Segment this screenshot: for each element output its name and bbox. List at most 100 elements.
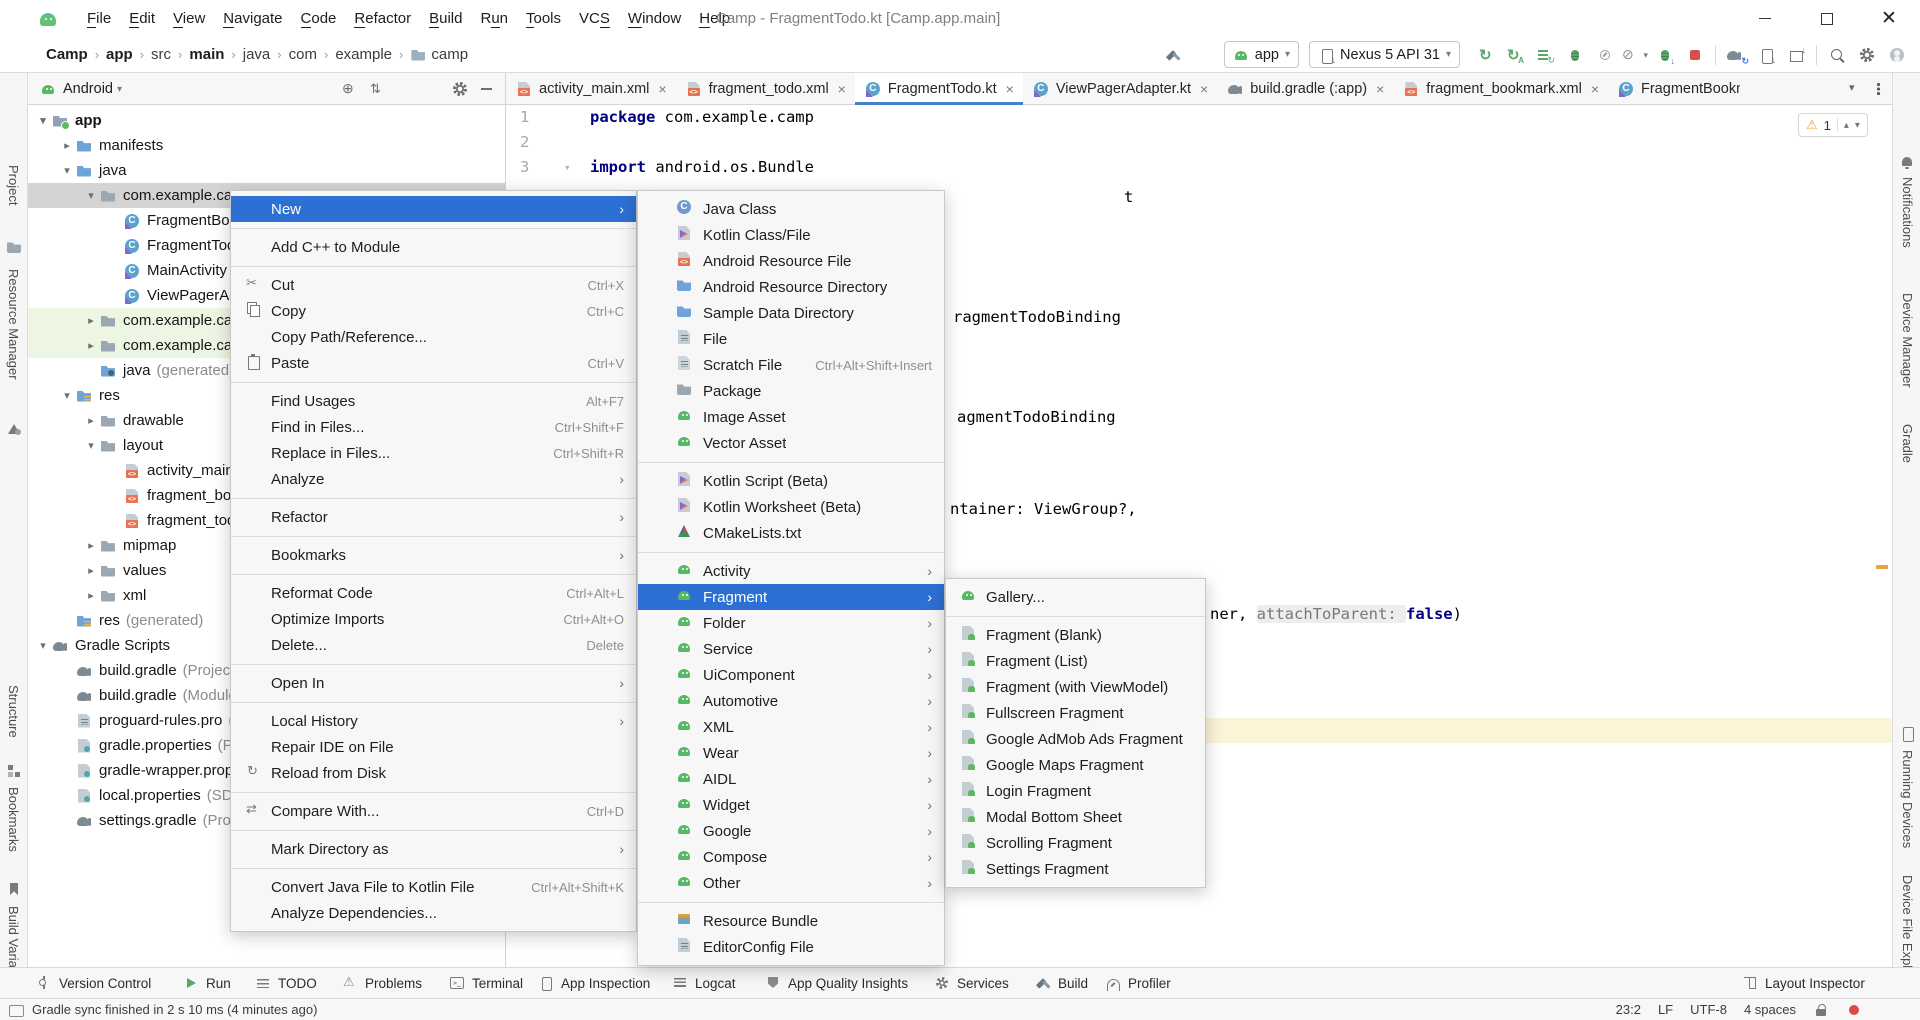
menu-item-fragment-list-[interactable]: Fragment (List) — [946, 648, 1205, 674]
menubar-item-refactor[interactable]: Refactor — [354, 10, 412, 28]
breadcrumb-item[interactable]: com — [288, 46, 317, 63]
run-with-coverage-icon[interactable] — [1530, 41, 1560, 69]
close-icon[interactable]: × — [1200, 81, 1209, 97]
menu-item-new[interactable]: New› — [231, 196, 636, 222]
menu-item-kotlin-class-file[interactable]: Kotlin Class/File — [638, 222, 944, 248]
tree-row[interactable]: ▸values — [28, 558, 505, 583]
menu-item-add-c-to-module[interactable]: Add C++ to Module — [231, 234, 636, 260]
tree-chevron-icon[interactable]: ▾ — [88, 190, 94, 202]
menu-item-uicomponent[interactable]: UiComponent› — [638, 662, 944, 688]
toolwindow-layout-inspector[interactable]: Layout Inspector — [1742, 968, 1865, 998]
close-icon[interactable]: × — [1005, 81, 1014, 97]
tab-build-gradle-app-[interactable]: build.gradle (:app)× — [1217, 73, 1393, 105]
menu-item-compose[interactable]: Compose› — [638, 844, 944, 870]
stripe-item-notifications[interactable]: Notifications — [1900, 177, 1915, 248]
warning-stripe-mark[interactable] — [1876, 565, 1888, 569]
menu-item-cmakelists-txt[interactable]: CMakeLists.txt — [638, 520, 944, 546]
menu-item-file[interactable]: File — [638, 326, 944, 352]
menu-item-image-asset[interactable]: Image Asset — [638, 404, 944, 430]
chevron-down-icon[interactable]: ▾ — [116, 83, 123, 95]
maximize-button[interactable] — [1796, 0, 1858, 37]
menu-item-widget[interactable]: Widget› — [638, 792, 944, 818]
menu-item-delete-[interactable]: Delete...Delete — [231, 632, 636, 658]
breadcrumb-item[interactable]: camp — [431, 46, 469, 63]
menu-item-vector-asset[interactable]: Vector Asset — [638, 430, 944, 456]
debug-icon[interactable] — [1560, 41, 1590, 69]
sync-gradle-icon[interactable]: ↻ — [1721, 41, 1751, 69]
menubar-item-file[interactable]: File — [87, 10, 112, 28]
menubar-item-window[interactable]: Window — [627, 10, 682, 28]
fold-marker-icon[interactable]: ▾ — [564, 161, 571, 174]
tree-row[interactable]: ▾java — [28, 158, 505, 183]
menu-item-scrolling-fragment[interactable]: Scrolling Fragment — [946, 830, 1205, 856]
tree-chevron-icon[interactable]: ▸ — [88, 565, 94, 577]
menu-item-copy-path-reference-[interactable]: Copy Path/Reference... — [231, 324, 636, 350]
menu-item-automotive[interactable]: Automotive› — [638, 688, 944, 714]
resource-manager-icon[interactable] — [6, 421, 22, 437]
profile-icon[interactable] — [1590, 41, 1620, 69]
capture-dropdown-icon[interactable] — [1620, 41, 1650, 69]
breadcrumb-item[interactable]: example — [335, 46, 393, 63]
toolwindow-terminal[interactable]: Terminal — [449, 968, 523, 998]
project-folder-icon[interactable] — [6, 239, 22, 255]
menu-item-aidl[interactable]: AIDL› — [638, 766, 944, 792]
hide-icon[interactable] — [479, 81, 495, 97]
locate-file-icon[interactable] — [341, 80, 357, 97]
menu-item-wear[interactable]: Wear› — [638, 740, 944, 766]
breadcrumb-item[interactable]: main — [189, 46, 225, 63]
close-icon[interactable]: × — [658, 81, 667, 97]
tab-fragment-todo-xml[interactable]: fragment_todo.xml× — [676, 73, 855, 105]
tree-chevron-icon[interactable]: ▾ — [88, 440, 94, 452]
menu-item-analyze-dependencies-[interactable]: Analyze Dependencies... — [231, 900, 636, 926]
menu-item-service[interactable]: Service› — [638, 636, 944, 662]
stripe-item-build-variants[interactable]: Build Variants — [6, 906, 21, 986]
tree-row[interactable]: FragmentTodo — [28, 233, 505, 258]
next-issue-icon[interactable]: ▾ — [1854, 119, 1860, 131]
stop-icon[interactable] — [1680, 41, 1710, 69]
tree-chevron-icon[interactable]: ▾ — [64, 390, 70, 402]
menu-item-fragment-with-viewmodel-[interactable]: Fragment (with ViewModel) — [946, 674, 1205, 700]
menu-item-fragment-blank-[interactable]: Fragment (Blank) — [946, 622, 1205, 648]
tree-row[interactable]: res(generated) — [28, 608, 505, 633]
project-view-mode[interactable]: Android — [63, 81, 113, 97]
toolwindow-logcat[interactable]: Logcat — [672, 968, 736, 998]
menubar-item-run[interactable]: Run — [480, 10, 508, 28]
close-button[interactable]: ✕ — [1881, 8, 1897, 29]
menu-item-package[interactable]: Package — [638, 378, 944, 404]
toolwindow-todo[interactable]: TODO — [255, 968, 317, 998]
apply-code-changes-icon[interactable] — [1500, 41, 1530, 69]
breadcrumb-item[interactable]: Camp — [46, 46, 88, 63]
collapse-all-icon[interactable] — [368, 81, 384, 97]
menu-item-google-admob-ads-fragment[interactable]: Google AdMob Ads Fragment — [946, 726, 1205, 752]
toolwindow-services[interactable]: Services — [934, 968, 1009, 998]
stripe-item-project[interactable]: Project — [6, 165, 21, 206]
menu-item-bookmarks[interactable]: Bookmarks› — [231, 542, 636, 568]
menu-item-java-class[interactable]: Java Class — [638, 196, 944, 222]
menu-item-reload-from-disk[interactable]: Reload from Disk — [231, 760, 636, 786]
menubar-item-code[interactable]: Code — [300, 10, 337, 28]
line-ending[interactable]: LF — [1657, 1002, 1674, 1017]
tree-chevron-icon[interactable]: ▾ — [40, 640, 46, 652]
stripe-item-device-manager[interactable]: Device Manager — [1900, 293, 1915, 388]
menu-item-gallery-[interactable]: Gallery... — [946, 584, 1205, 610]
menubar-item-edit[interactable]: Edit — [129, 10, 156, 28]
caret-position[interactable]: 23:2 — [1615, 1002, 1641, 1017]
menu-item-activity[interactable]: Activity› — [638, 558, 944, 584]
file-encoding[interactable]: UTF-8 — [1690, 1002, 1727, 1017]
menu-item-android-resource-file[interactable]: Android Resource File — [638, 248, 944, 274]
tree-row[interactable]: ▾Gradle Scripts — [28, 633, 505, 658]
tree-chevron-icon[interactable]: ▸ — [88, 315, 94, 327]
tree-row[interactable]: MainActivity — [28, 258, 505, 283]
tree-row[interactable]: ▸mipmap — [28, 533, 505, 558]
stripe-item-bookmarks[interactable]: Bookmarks — [6, 787, 21, 853]
menu-item-open-in[interactable]: Open In› — [231, 670, 636, 696]
menu-item-analyze[interactable]: Analyze› — [231, 466, 636, 492]
tab-fragmentbookm[interactable]: FragmentBookm — [1608, 73, 1740, 105]
menubar-item-vcs[interactable]: VCS — [579, 10, 610, 28]
structure-icon[interactable] — [6, 763, 22, 779]
